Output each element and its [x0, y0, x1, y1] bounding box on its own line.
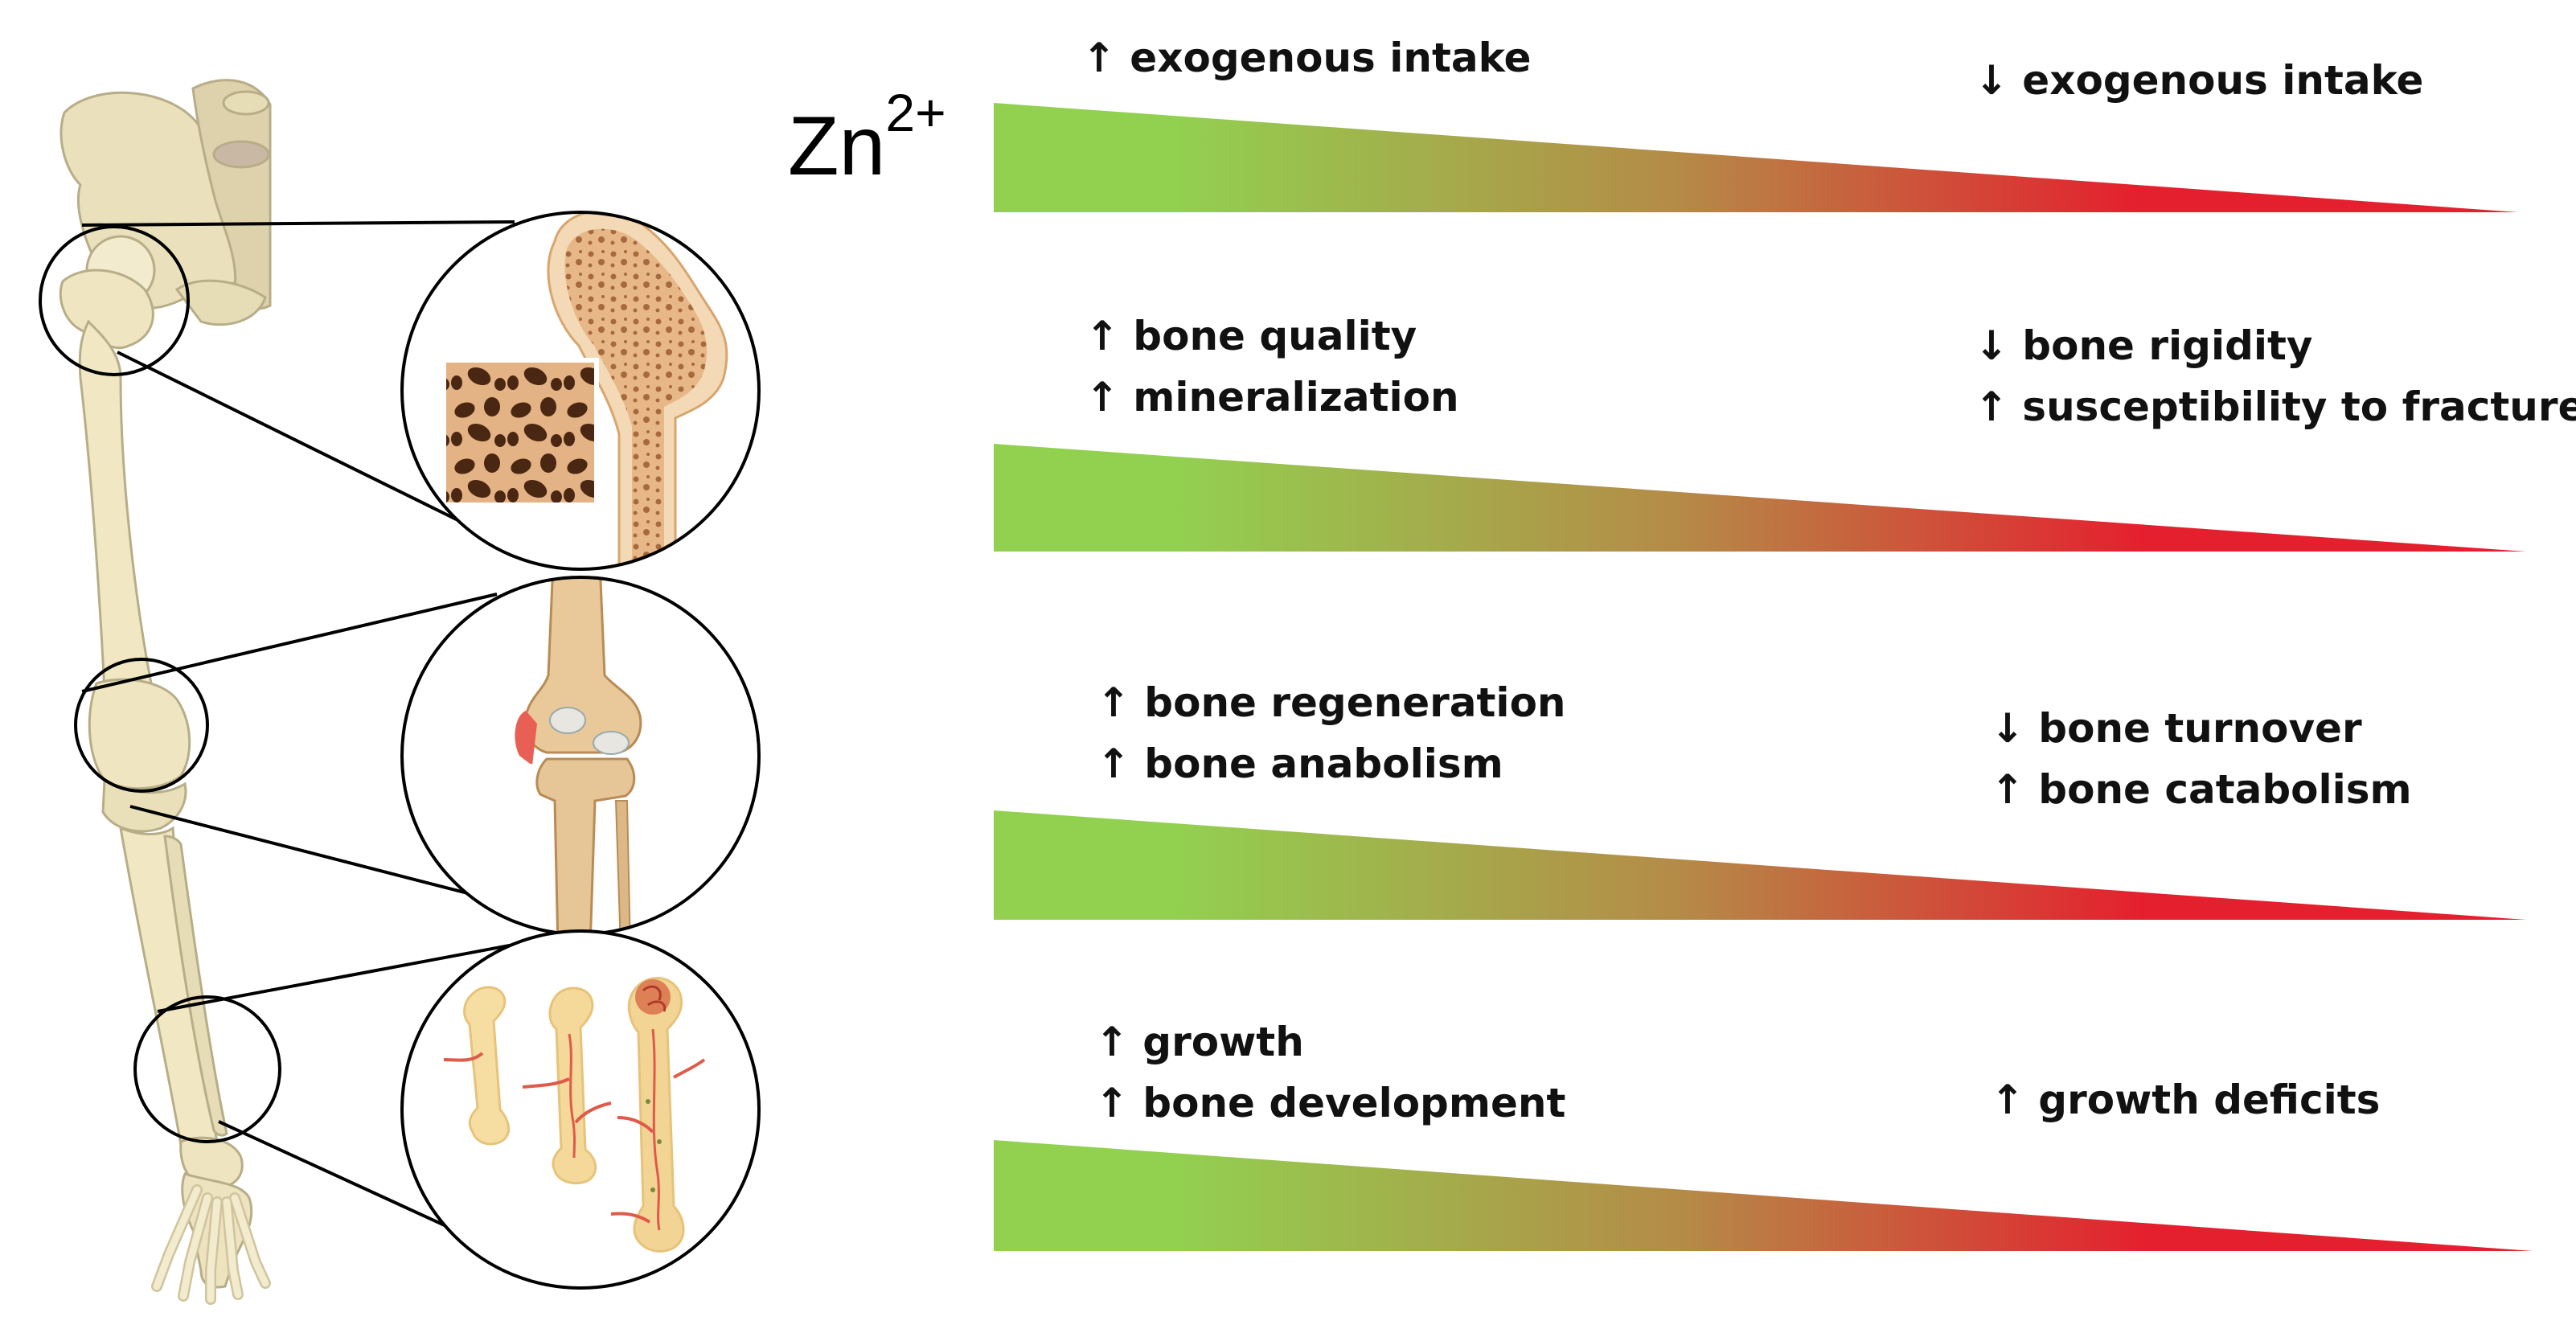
effect-text: ↑ bone catabolism: [1991, 766, 2412, 813]
hip-zoom-marker: [39, 225, 190, 376]
effect-text: ↑ susceptibility to fractures: [1975, 384, 2576, 430]
effect-text: ↓ bone turnover: [1991, 705, 2362, 752]
zinc-gradient-wedge: [994, 103, 2518, 212]
zinc-ion-symbol: Zn: [788, 100, 886, 193]
row-3-left-effects: ↑ bone regeneration ↑ bone anabolism: [1097, 672, 1566, 794]
leg-skeleton-icon: [59, 79, 272, 1305]
row-1-right-effects: ↓ exogenous intake: [1975, 50, 2423, 111]
effect-text: ↓ exogenous intake: [1975, 57, 2424, 104]
zoom-connectors: [39, 220, 531, 1241]
effect-text: ↑ growth: [1095, 1019, 1304, 1065]
effect-text: ↑ exogenous intake: [1082, 35, 1532, 81]
effect-text: ↑ bone quality: [1085, 313, 1417, 359]
knee-joint-icon: [400, 576, 761, 936]
effect-text: ↑ growth deficits: [1991, 1077, 2381, 1123]
effect-text: ↑ bone development: [1095, 1080, 1566, 1126]
effect-text: ↑ bone regeneration: [1097, 679, 1566, 726]
zinc-ion-charge: 2+: [885, 83, 946, 142]
row-4-left-effects: ↑ growth ↑ bone development: [1095, 1011, 1565, 1134]
zinc-ion-label: Zn2+: [788, 86, 946, 188]
row-1-left-effects: ↑ exogenous intake: [1082, 27, 1531, 88]
zinc-gradient-wedges: [994, 103, 2533, 1251]
effect-text: ↑ bone anabolism: [1097, 740, 1503, 787]
row-4-right-effects: ↑ growth deficits: [1991, 1069, 2380, 1130]
knee-zoom-marker: [74, 658, 209, 793]
femur-head-trabecular-icon: [400, 211, 761, 571]
tibia-zoom-marker: [133, 995, 281, 1143]
row-2-left-effects: ↑ bone quality ↑ mineralization: [1085, 306, 1459, 428]
effect-text: ↑ mineralization: [1085, 374, 1459, 420]
zinc-gradient-wedge: [994, 1140, 2533, 1251]
zinc-gradient-wedge: [994, 444, 2526, 552]
effect-text: ↓ bone rigidity: [1975, 322, 2313, 369]
zinc-gradient-wedge: [994, 810, 2526, 920]
bone-growth-stages-icon: [400, 929, 761, 1290]
row-2-right-effects: ↓ bone rigidity ↑ susceptibility to frac…: [1975, 315, 2576, 437]
row-3-right-effects: ↓ bone turnover ↑ bone catabolism: [1991, 698, 2412, 820]
